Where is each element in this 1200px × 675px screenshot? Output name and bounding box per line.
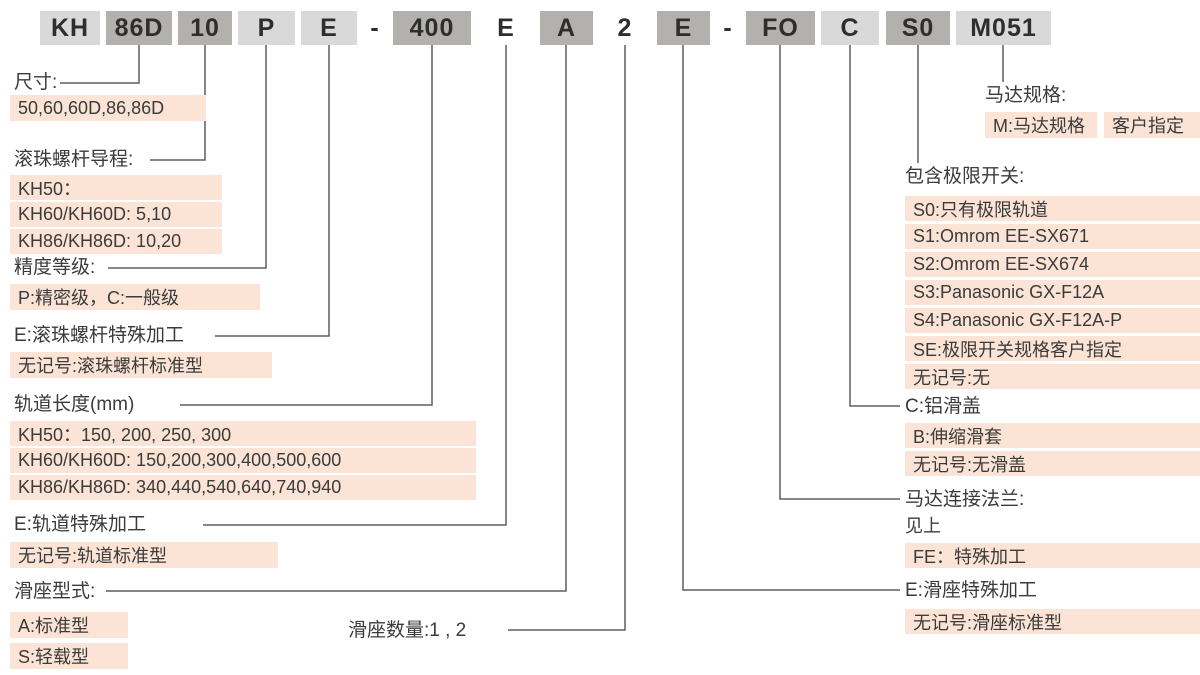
rail-length-option: KH50：150, 200, 250, 300: [10, 421, 476, 446]
limit-switch-title: 包含极限开关:: [905, 166, 1025, 187]
limit-switch-option: S4:Panasonic GX-F12A-P: [905, 308, 1200, 333]
segment-motor: M051: [956, 11, 1051, 45]
segment-rail-special: E: [497, 13, 515, 42]
leader-line-slider-type: [106, 45, 567, 592]
limit-switch-option: SE:极限开关规格客户指定: [905, 336, 1200, 361]
limit-switch-option: 无记号:无: [905, 364, 1200, 389]
limit-switch-option: S0:只有极限轨道: [905, 196, 1200, 221]
rail-special-option: 无记号:轨道标准型: [10, 542, 278, 568]
size-title: 尺寸:: [14, 72, 58, 93]
accuracy-title: 精度等级:: [14, 257, 96, 278]
leader-line-slider-qty: [508, 45, 626, 631]
separator-dash-1: -: [370, 13, 380, 42]
segment-size: 86D: [106, 11, 172, 45]
limit-switch-option: S2:Omrom EE-SX674: [905, 252, 1200, 277]
leader-line-flange: [779, 45, 900, 500]
flange-option: FE：特殊加工: [905, 543, 1200, 568]
segment-screw-special: E: [301, 11, 357, 45]
cover-option: 无记号:无滑盖: [905, 451, 1200, 476]
segment-limit-switch: S0: [886, 11, 950, 45]
screw-lead-option: KH86/KH86D: 10,20: [10, 229, 222, 254]
segment-accuracy: P: [238, 11, 295, 45]
limit-switch-option: S3:Panasonic GX-F12A: [905, 280, 1200, 305]
segment-slider-qty: 2: [617, 13, 633, 42]
screw-special-option: 无记号:滚珠螺杆标准型: [10, 352, 272, 378]
cover-title: C:铝滑盖: [905, 396, 982, 417]
motor-spec-option: M:马达规格: [985, 112, 1097, 138]
screw-lead-title: 滚珠螺杆导程:: [14, 149, 134, 170]
motor-spec-option: 客户指定: [1104, 112, 1200, 138]
slider-type-title: 滑座型式:: [14, 581, 96, 602]
rail-special-title: E:轨道特殊加工: [14, 514, 146, 535]
segment-slider-type: A: [540, 11, 593, 45]
leader-line-cover: [849, 45, 900, 407]
flange-note: 见上: [905, 516, 941, 536]
rail-length-option: KH60/KH60D: 150,200,300,400,500,600: [10, 448, 476, 473]
segment-screw-lead: 10: [178, 11, 232, 45]
segment-slider-special: E: [657, 11, 710, 45]
slider-type-option: A:标准型: [10, 612, 128, 638]
segment-cover: C: [821, 11, 879, 45]
accuracy-option: P:精密级，C:一般级: [10, 284, 260, 310]
separator-dash-2: -: [723, 13, 733, 42]
cover-option: B:伸缩滑套: [905, 423, 1200, 448]
slider-special-option: 无记号:滑座标准型: [905, 609, 1200, 634]
screw-lead-option: KH60/KH60D: 5,10: [10, 202, 222, 227]
leader-line-slider-special: [682, 45, 900, 591]
rail-length-option: KH86/KH86D: 340,440,540,640,740,940: [10, 475, 476, 500]
segment-rail-length: 400: [393, 11, 471, 45]
size-option: 50,60,60D,86,86D: [10, 95, 206, 121]
screw-special-title: E:滚珠螺杆特殊加工: [14, 325, 184, 346]
segment-series: KH: [40, 11, 100, 45]
rail-length-title: 轨道长度(mm): [14, 394, 135, 415]
screw-lead-option: KH50：: [10, 175, 222, 200]
motor-spec-title: 马达规格:: [985, 85, 1067, 106]
slider-qty-label: 滑座数量:1 , 2: [348, 620, 467, 641]
slider-type-option: S:轻载型: [10, 643, 128, 669]
flange-title: 马达连接法兰:: [905, 489, 1025, 510]
limit-switch-option: S1:Omrom EE-SX671: [905, 224, 1200, 249]
segment-flange: FO: [746, 11, 815, 45]
slider-special-title: E:滑座特殊加工: [905, 580, 1037, 601]
leader-line-size: [60, 45, 140, 84]
